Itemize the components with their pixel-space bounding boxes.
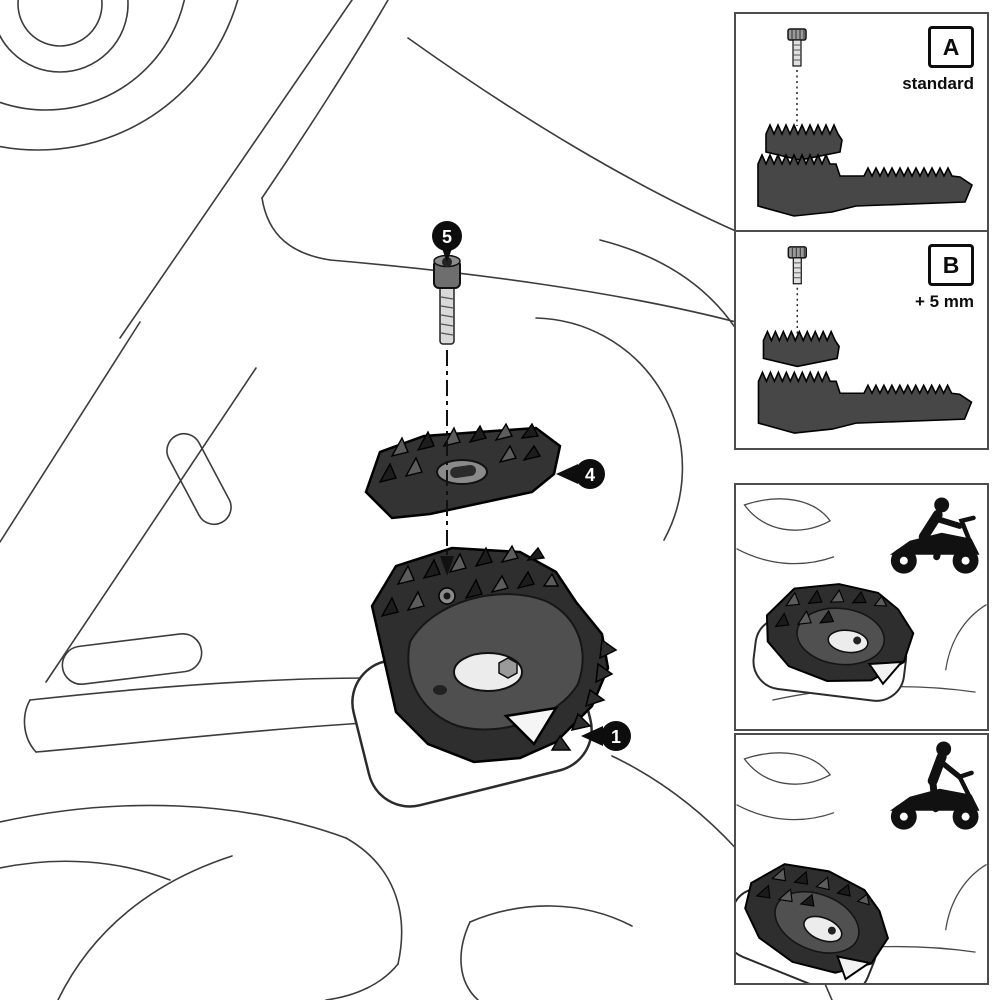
- pedal-cross-section: [757, 370, 973, 434]
- pedal-cleats: [380, 544, 560, 618]
- rider-seated-icon: [889, 497, 980, 574]
- callout-1: 1: [581, 721, 631, 751]
- panel-a-drawing: [757, 28, 973, 217]
- brake-pedal-part: [351, 544, 618, 808]
- pedal-illustration: [749, 573, 920, 706]
- pedal-serrated-edge: [550, 638, 618, 751]
- pedal-illustration-tilted: [736, 842, 904, 983]
- screw-icon: [787, 246, 808, 285]
- extension-cleats: [378, 422, 542, 484]
- extension-cross-section: [762, 329, 840, 368]
- pedal-cross-section: [757, 153, 973, 217]
- extension-cross-section: [765, 123, 843, 161]
- panel-b-plus5mm: B + 5 mm: [734, 230, 989, 450]
- extension-slot: [450, 464, 476, 479]
- callout-4-label: 4: [585, 465, 595, 485]
- socket-screw-part: [433, 254, 461, 345]
- panel-frame-lines: [736, 498, 987, 701]
- callout-4: 4: [556, 459, 605, 489]
- panel-a-standard: A standard: [734, 12, 989, 232]
- panel-b-drawing: [757, 246, 973, 434]
- variant-b-caption: + 5 mm: [914, 292, 974, 311]
- panel-d-drawing: [736, 741, 987, 983]
- callout-1-label: 1: [611, 727, 621, 747]
- panel-d-standing-position: [734, 733, 989, 985]
- panel-c-drawing: [736, 497, 987, 706]
- callout-5: 5: [432, 221, 462, 262]
- screw-icon: [787, 28, 807, 67]
- panel-c-seated-position: [734, 483, 989, 731]
- variant-b-tag: B: [928, 244, 974, 286]
- variant-a-tag: A: [928, 26, 974, 68]
- rider-standing-icon: [889, 741, 980, 830]
- assembly-axis-arrow: [440, 556, 454, 576]
- pivot-hex-bolt: [498, 657, 518, 679]
- callout-5-label: 5: [442, 227, 452, 247]
- pedal-extension-part: [364, 422, 562, 520]
- variant-a-caption: standard: [902, 74, 974, 93]
- pedal-tip-opening: [503, 706, 559, 747]
